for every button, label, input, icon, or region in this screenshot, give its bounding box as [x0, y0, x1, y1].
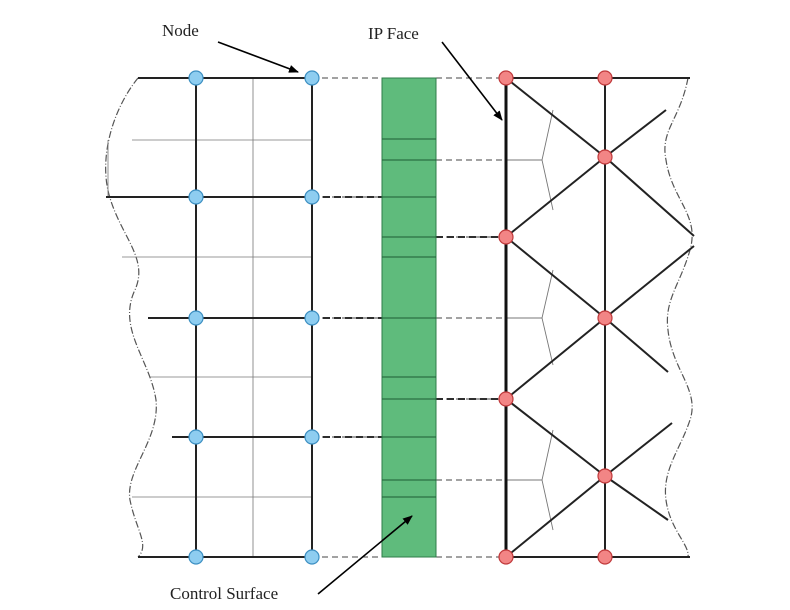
right-node — [498, 229, 514, 245]
right-node — [498, 70, 514, 86]
left-node — [188, 429, 204, 445]
left-nodes — [188, 70, 320, 565]
right-node — [597, 468, 613, 484]
node-label: Node — [162, 21, 199, 40]
right-node — [597, 310, 613, 326]
left-mesh-boundary — [105, 77, 157, 558]
control-surface-label: Control Surface — [170, 584, 278, 603]
connector-lines-bold — [312, 196, 506, 438]
ip-face-arrow — [441, 41, 503, 121]
node-arrow — [217, 41, 299, 73]
left-node — [304, 310, 320, 326]
control-surface-lines — [382, 138, 436, 498]
left-mesh — [105, 77, 313, 558]
right-node — [597, 70, 613, 86]
right-node — [498, 549, 514, 565]
left-node — [304, 429, 320, 445]
ip-face-callout: IP Face — [368, 24, 503, 121]
control-surface-arrow — [317, 515, 413, 595]
right-nodes — [498, 70, 613, 565]
left-node — [188, 189, 204, 205]
ip-face-label: IP Face — [368, 24, 419, 43]
left-coarse-grid — [106, 77, 313, 558]
left-node — [304, 70, 320, 86]
right-node — [597, 549, 613, 565]
node-callout: Node — [162, 21, 299, 73]
right-node — [597, 149, 613, 165]
right-mesh-boundary — [664, 77, 693, 558]
left-node — [304, 549, 320, 565]
left-node — [188, 70, 204, 86]
right-dual-lines — [506, 109, 554, 531]
control-surface-callout: Control Surface — [170, 515, 413, 603]
left-node — [188, 549, 204, 565]
right-node — [498, 391, 514, 407]
control-surface — [381, 77, 437, 558]
left-node — [304, 189, 320, 205]
left-node — [188, 310, 204, 326]
left-fine-grid — [107, 78, 312, 557]
